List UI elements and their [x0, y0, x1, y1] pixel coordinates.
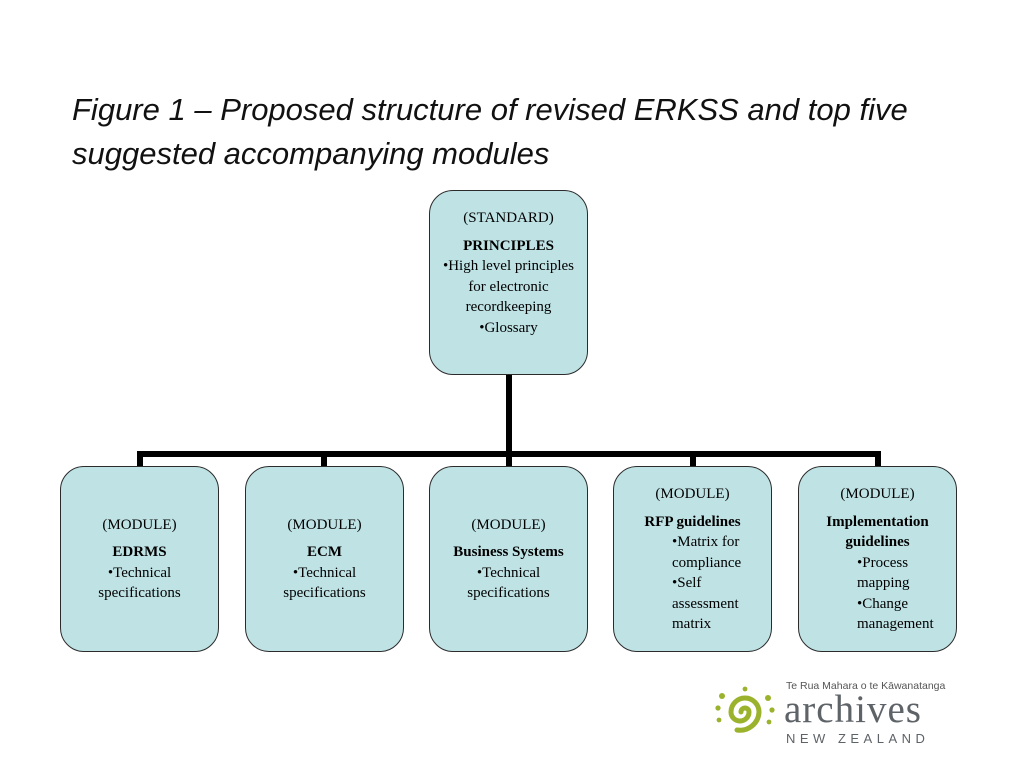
bullet-item: •Technical specifications: [98, 564, 181, 602]
box-heading: ECM: [307, 544, 342, 560]
module-edrms-box: (MODULE) EDRMS •Technical specifications: [60, 466, 219, 652]
bullet-glyph: •: [292, 564, 299, 581]
bullet-glyph: •: [476, 564, 483, 581]
bullet-item: •Process mapping: [857, 554, 910, 592]
module-implementation-guidelines-box: (MODULE) Implementation guidelines •Proc…: [798, 466, 957, 652]
bullet-glyph: •: [479, 319, 485, 336]
box-tag: (MODULE): [287, 516, 362, 533]
box-tag: (STANDARD): [463, 210, 554, 226]
module-business-systems-box: (MODULE) Business Systems •Technical spe…: [429, 466, 588, 652]
box-heading: Business Systems: [453, 544, 564, 560]
bullet-glyph: •: [672, 575, 678, 591]
standard-principles-box: (STANDARD) PRINCIPLES •High level princi…: [429, 190, 588, 375]
bullet-glyph: •: [857, 554, 863, 571]
koru-spiral-icon: [715, 686, 775, 733]
bullet-glyph: •: [857, 595, 863, 612]
logo-country: NEW ZEALAND: [786, 731, 930, 746]
box-tag: (MODULE): [840, 486, 915, 502]
bullet-item: •Technical specifications: [283, 564, 366, 602]
bullet-item: •Self assessment matrix: [672, 575, 739, 632]
box-heading: PRINCIPLES: [463, 237, 554, 254]
logo-wordmark: archives: [784, 688, 922, 731]
bullet-item: •Glossary: [479, 319, 538, 336]
logo-tagline: Te Rua Mahara o te Kāwanatanga: [786, 680, 946, 692]
box-heading: Implementation guidelines: [826, 513, 929, 551]
module-ecm-box: (MODULE) ECM •Technical specifications: [245, 466, 404, 652]
bullet-glyph: •: [442, 258, 449, 274]
module-rfp-guidelines-box: (MODULE) RFP guidelines •Matrix for comp…: [613, 466, 772, 652]
box-heading: RFP guidelines: [644, 513, 741, 530]
bullet-item: •Technical specifications: [467, 564, 550, 602]
box-tag: (MODULE): [102, 516, 177, 533]
box-tag: (MODULE): [471, 516, 546, 533]
bullet-glyph: •: [672, 534, 678, 550]
box-heading: EDRMS: [112, 544, 167, 560]
bullet-item: •Matrix for compliance: [672, 534, 742, 571]
bullet-item: •Change management: [857, 595, 934, 633]
bullet-glyph: •: [107, 564, 114, 581]
box-tag: (MODULE): [655, 486, 730, 502]
slide-title: Figure 1 – Proposed structure of revised…: [72, 92, 908, 171]
bullet-item: •High level principles for electronic re…: [442, 258, 575, 315]
